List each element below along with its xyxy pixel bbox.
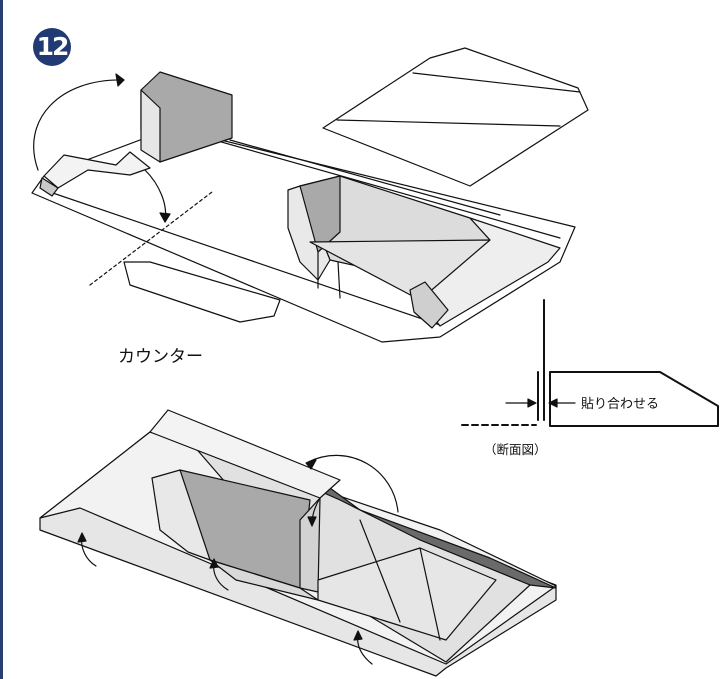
lower-right-floor <box>317 547 497 641</box>
upper-right-box-inner-wall <box>299 175 341 253</box>
upper-right-small-tab <box>409 281 449 329</box>
cross-section-label: （断面図） <box>484 442 547 457</box>
upper-left-wall-light <box>140 89 161 163</box>
cross-section-diagram <box>461 299 719 427</box>
upper-under-lip <box>123 261 281 323</box>
fold-line-dashed <box>89 191 213 286</box>
fold-over-arrowhead <box>115 73 125 87</box>
upper-left-end-tab <box>39 177 59 197</box>
upper-left-end-fold <box>43 151 151 189</box>
fold-down-arrowhead <box>159 212 171 223</box>
glue-together-label: 貼り合わせる <box>581 397 660 412</box>
lower-counter-model <box>39 409 557 677</box>
upper-counter-model <box>31 47 589 343</box>
step-number-badge: 12 <box>33 28 71 66</box>
page-left-rule <box>0 0 3 679</box>
upper-right-end-flap <box>419 217 561 327</box>
counter-label: カウンター <box>118 347 203 367</box>
lower-arc-arrow <box>307 454 399 513</box>
lower-box-back <box>149 409 341 499</box>
fold-over-arrow <box>33 79 125 171</box>
top-back-flap <box>322 47 589 187</box>
